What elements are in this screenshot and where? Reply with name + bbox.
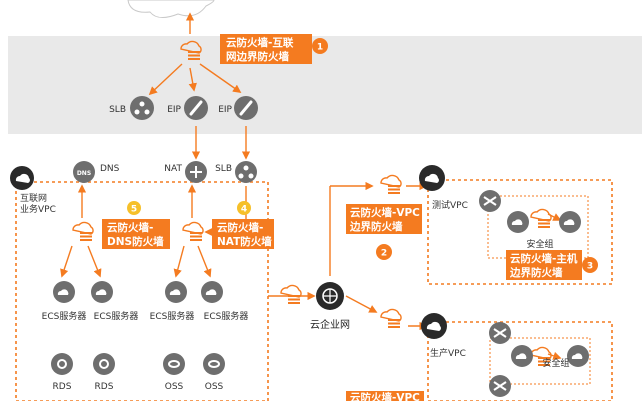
host-firewall-icon: [530, 208, 552, 229]
prod-vpc-node: 生产VPC: [421, 313, 466, 359]
rds-node-2: RDS: [93, 353, 115, 392]
bottom-vpc-firewall-label: 云防火墙-VPC: [346, 391, 424, 401]
cen-firewall-icon: [280, 284, 302, 305]
svg-text:测试VPC: 测试VPC: [432, 199, 468, 211]
test-vpc-ecs-1: [507, 211, 529, 233]
internet-vpc-boundary: [15, 181, 269, 401]
prod-vpc-router-icon-2: [489, 375, 511, 397]
svg-text:互联网: 互联网: [20, 193, 47, 204]
svg-text:DNS防火墙: DNS防火墙: [107, 235, 164, 248]
oss-node-2: OSS: [203, 353, 225, 392]
internet-firewall-label: 云防火墙-互联 网边界防火墙 1: [220, 34, 328, 64]
vpc-firewall-label: 云防火墙-VPC 边界防火墙 2: [346, 204, 422, 260]
test-vpc-ecs-2: [559, 211, 581, 233]
svg-text:1: 1: [317, 43, 323, 53]
security-group-boundary-2: [489, 337, 591, 385]
svg-text:边界防火墙: 边界防火墙: [349, 220, 403, 233]
svg-text:5: 5: [131, 205, 137, 215]
security-group-label-1: 安全组: [526, 238, 553, 250]
slb-top-node: SLB: [109, 96, 154, 120]
svg-text:OSS: OSS: [165, 382, 184, 392]
svg-text:ECS服务器: ECS服务器: [94, 310, 139, 322]
dns-node: DNS DNS: [73, 161, 120, 183]
svg-text:DNS: DNS: [100, 164, 120, 174]
security-group-label-2: 安全组: [542, 357, 569, 369]
eip-node-1: EIP: [167, 96, 208, 120]
svg-text:云防火墙-主机: 云防火墙-主机: [510, 252, 578, 265]
prod-vpc-boundary: [427, 321, 613, 401]
test-vpc-router-icon: [479, 190, 501, 212]
svg-text:RDS: RDS: [95, 382, 114, 392]
svg-text:边界防火墙: 边界防火墙: [509, 266, 563, 279]
svg-text:SLB: SLB: [215, 164, 232, 174]
vpc-firewall-prod-icon: [380, 308, 402, 329]
ecs-server-1: ECS服务器: [42, 281, 87, 322]
internet-cloud-icon: [127, 0, 215, 18]
svg-text:云防火墙-VPC: 云防火墙-VPC: [350, 391, 420, 401]
test-vpc-node: 测试VPC: [419, 165, 468, 211]
svg-text:ECS服务器: ECS服务器: [42, 310, 87, 322]
svg-text:2: 2: [381, 249, 387, 259]
svg-text:NAT: NAT: [164, 164, 182, 174]
nat-firewall-label: 云防火墙- NAT防火墙 4: [212, 201, 274, 249]
oss-node-1: OSS: [163, 353, 185, 392]
nat-node: NAT: [164, 161, 207, 183]
prod-vpc-router-icon-1: [489, 322, 511, 344]
rds-node-1: RDS: [51, 353, 73, 392]
svg-text:3: 3: [587, 262, 593, 272]
internet-edge-band: [8, 36, 642, 134]
ecs-server-4: ECS服务器: [201, 281, 248, 322]
svg-text:4: 4: [241, 205, 247, 215]
svg-text:DNS: DNS: [77, 170, 91, 177]
svg-text:云防火墙-: 云防火墙-: [217, 221, 263, 234]
svg-text:云防火墙-互联: 云防火墙-互联: [226, 36, 294, 49]
dns-firewall-icon: [72, 221, 94, 242]
svg-text:EIP: EIP: [218, 105, 232, 115]
svg-text:SLB: SLB: [109, 105, 126, 115]
eip-node-2: EIP: [218, 96, 258, 120]
svg-text:网边界防火墙: 网边界防火墙: [226, 50, 289, 63]
svg-text:业务VPC: 业务VPC: [20, 203, 56, 215]
svg-text:ECS服务器: ECS服务器: [150, 310, 195, 322]
nat-firewall-icon: [182, 221, 204, 242]
svg-text:EIP: EIP: [167, 105, 181, 115]
svg-text:云企业网: 云企业网: [310, 318, 350, 331]
svg-text:NAT防火墙: NAT防火墙: [217, 235, 272, 248]
svg-text:云防火墙-: 云防火墙-: [107, 221, 153, 234]
prod-vpc-ecs-2: [567, 345, 589, 367]
svg-text:云防火墙-VPC: 云防火墙-VPC: [350, 206, 420, 219]
host-firewall-label: 云防火墙-主机 边界防火墙 3: [506, 250, 598, 280]
svg-text:RDS: RDS: [53, 382, 72, 392]
ecs-server-2: ECS服务器: [91, 281, 138, 322]
internet-vpc-node: 互联网 业务VPC: [10, 166, 56, 215]
svg-text:生产VPC: 生产VPC: [430, 347, 466, 359]
vpc-firewall-icon: [380, 174, 402, 195]
ecs-server-3: ECS服务器: [150, 281, 195, 322]
slb-mid-node: SLB: [215, 161, 257, 183]
prod-vpc-ecs-1: [511, 345, 533, 367]
dns-firewall-label: 云防火墙- DNS防火墙 5: [102, 201, 170, 249]
test-vpc-boundary: [427, 179, 613, 285]
svg-text:OSS: OSS: [205, 382, 224, 392]
svg-text:ECS服务器: ECS服务器: [204, 310, 249, 322]
cen-node: 云企业网: [310, 282, 350, 331]
